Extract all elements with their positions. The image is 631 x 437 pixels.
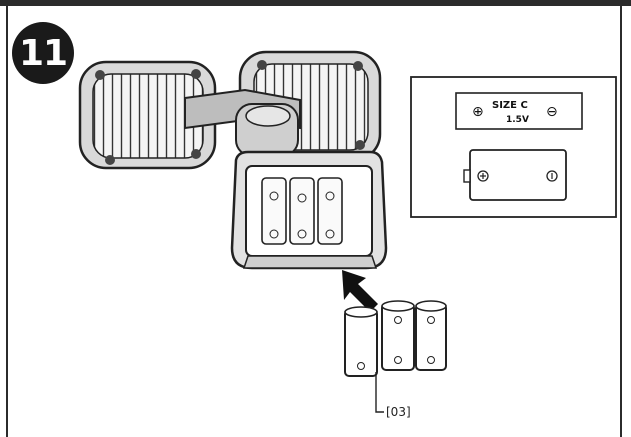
top-border (0, 0, 631, 6)
battery-c-icon (415, 300, 447, 371)
part-callout: [03] (375, 372, 411, 419)
battery-voltage-label: 1.5V (506, 115, 529, 125)
left-lamp-head (78, 60, 217, 170)
battery-c-icon (344, 306, 378, 377)
step-number: 11 (18, 32, 68, 74)
left-border (6, 6, 8, 437)
right-border (620, 6, 622, 437)
battery-c-icon (463, 149, 567, 201)
battery-compartment-housing (230, 150, 388, 270)
minus-symbol: ⊖ (546, 104, 558, 120)
plus-symbol: ⊕ (472, 104, 484, 120)
insert-arrow-icon (342, 270, 378, 312)
part-number-label: [03] (386, 405, 411, 419)
battery-set (344, 300, 447, 377)
step-number-badge: 11 (12, 22, 74, 84)
battery-c-icon (381, 300, 415, 371)
battery-size-label: SIZE C (492, 100, 528, 111)
detail-inset: ⊕ SIZE C 1.5V ⊖ (410, 76, 617, 218)
